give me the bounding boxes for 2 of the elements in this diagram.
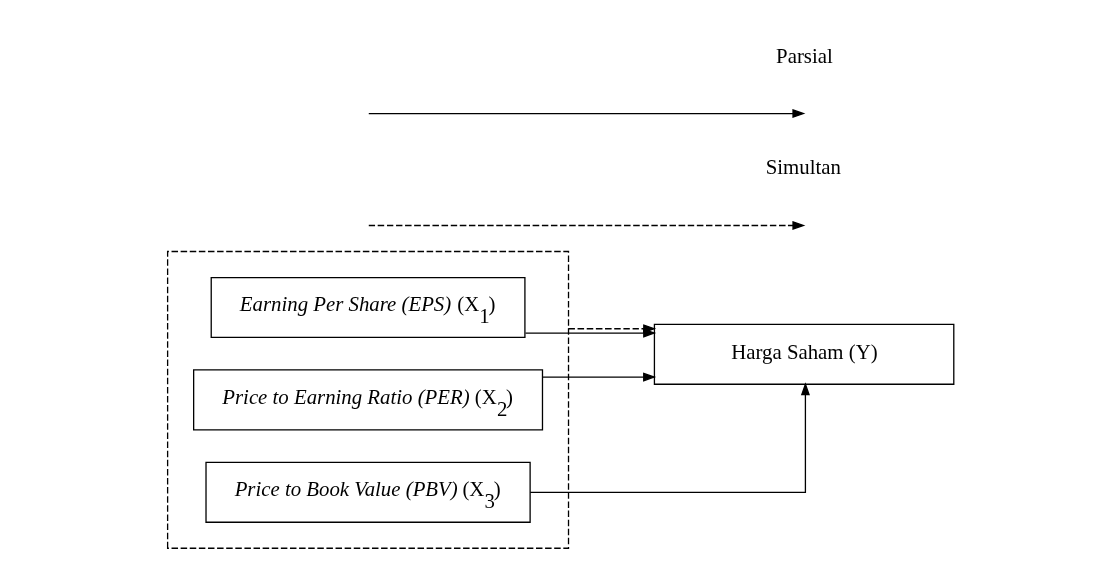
legend-label: Parsial (776, 43, 833, 68)
legend-label: Simultan (765, 155, 841, 180)
